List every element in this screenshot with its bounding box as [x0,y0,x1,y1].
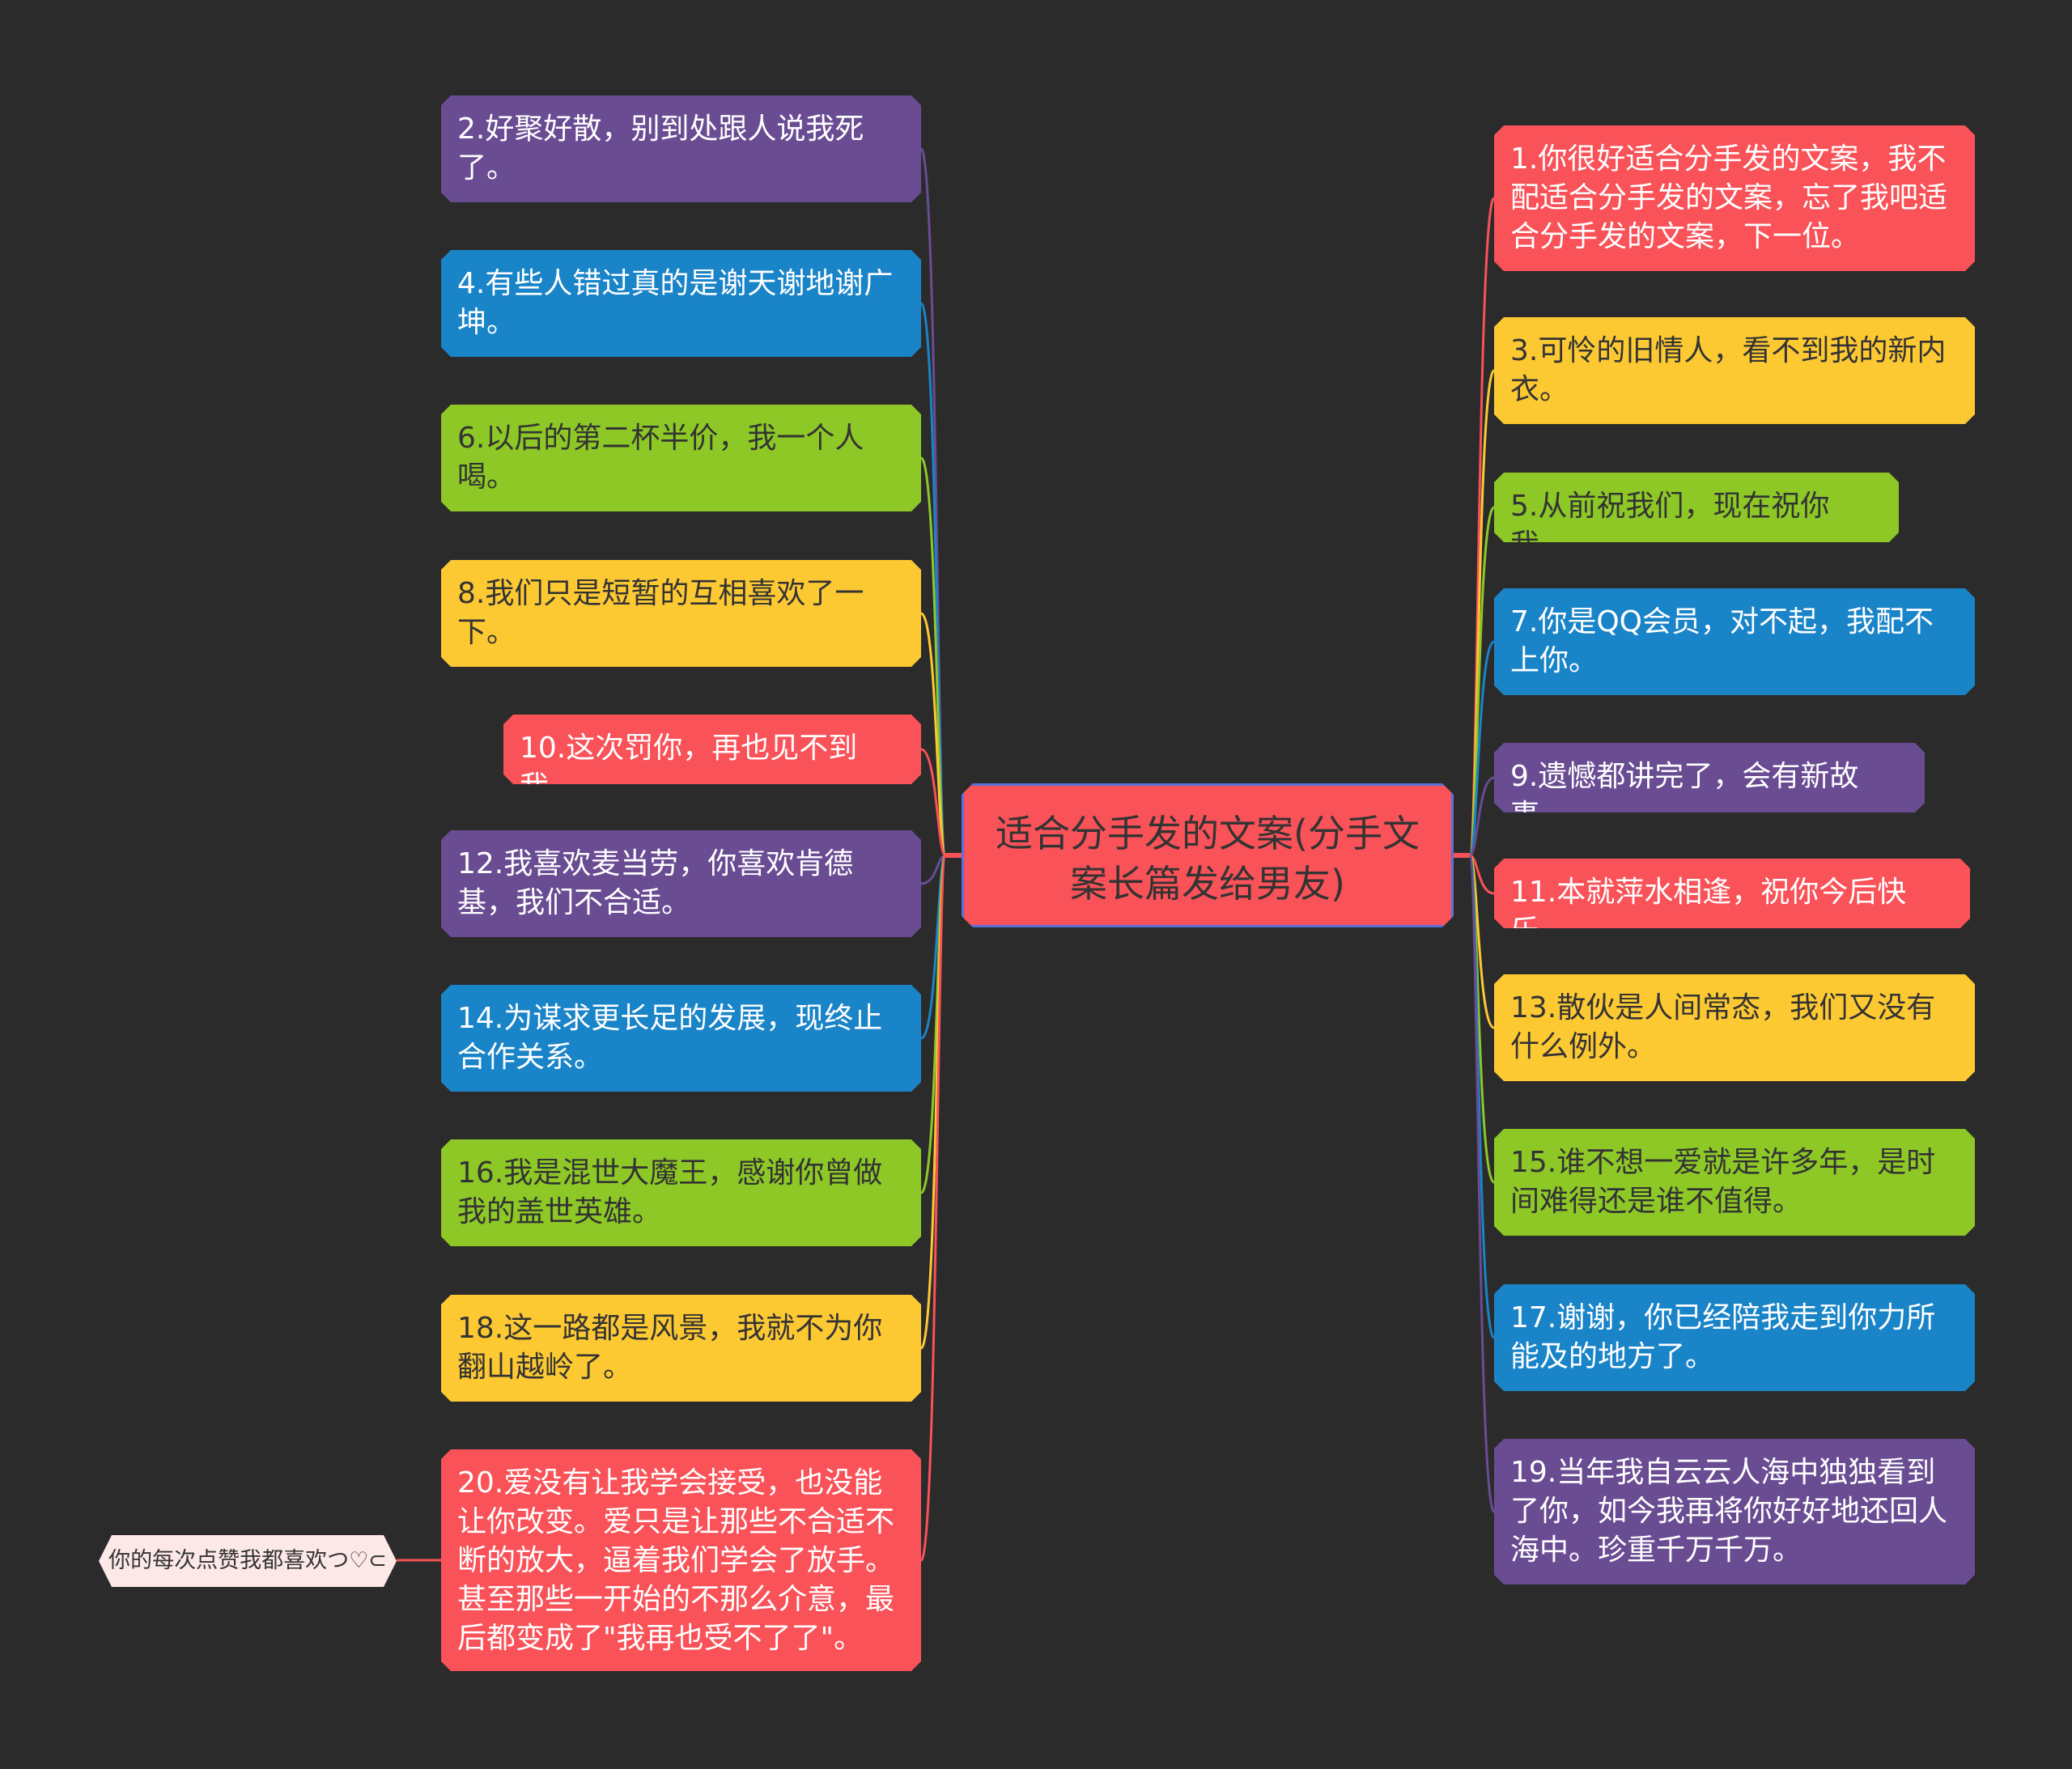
right-node-4[interactable]: 7.你是QQ会员，对不起，我配不上你。 [1494,588,1975,695]
right-node-1[interactable]: 1.你很好适合分手发的文案，我不配适合分手发的文案，忘了我吧适合分手发的文案，下… [1494,125,1975,271]
left-node-4[interactable]: 8.我们只是短暂的互相喜欢了一下。 [441,560,921,667]
left-node-5[interactable]: 10.这次罚你，再也见不到我。 [503,715,921,784]
left-node-2[interactable]: 4.有些人错过真的是谢天谢地谢广坤。 [441,250,921,357]
left-node-10[interactable]: 20.爱没有让我学会接受，也没能让你改变。爱只是让那些不合适不断的放大，逼着我们… [441,1449,921,1671]
left-node-6[interactable]: 12.我喜欢麦当劳，你喜欢肯德基，我们不合适。 [441,830,921,937]
right-node-8[interactable]: 15.谁不想一爱就是许多年，是时间难得还是谁不值得。 [1494,1129,1975,1236]
right-node-5[interactable]: 9.遗憾都讲完了，会有新故事。 [1494,743,1925,812]
right-node-10[interactable]: 19.当年我自云云人海中独独看到了你，如今我再将你好好地还回人海中。珍重千万千万… [1494,1439,1975,1584]
right-node-9[interactable]: 17.谢谢，你已经陪我走到你力所能及的地方了。 [1494,1284,1975,1391]
right-node-6[interactable]: 11.本就萍水相逢，祝你今后快乐。 [1494,859,1970,928]
like-tag[interactable]: 你的每次点赞我都喜欢つ♡⊂ [99,1535,397,1587]
right-node-7[interactable]: 13.散伙是人间常态，我们又没有什么例外。 [1494,974,1975,1081]
root-topic[interactable]: 适合分手发的文案(分手文案长篇发给男友) [962,783,1454,927]
left-node-8[interactable]: 16.我是混世大魔王，感谢你曾做我的盖世英雄。 [441,1139,921,1246]
right-node-3[interactable]: 5.从前祝我们，现在祝你我。 [1494,473,1899,542]
left-node-1[interactable]: 2.好聚好散，别到处跟人说我死了。 [441,95,921,202]
left-node-3[interactable]: 6.以后的第二杯半价，我一个人喝。 [441,405,921,511]
left-node-9[interactable]: 18.这一路都是风景，我就不为你翻山越岭了。 [441,1295,921,1402]
left-node-7[interactable]: 14.为谋求更长足的发展，现终止合作关系。 [441,985,921,1092]
right-node-2[interactable]: 3.可怜的旧情人，看不到我的新内衣。 [1494,317,1975,424]
